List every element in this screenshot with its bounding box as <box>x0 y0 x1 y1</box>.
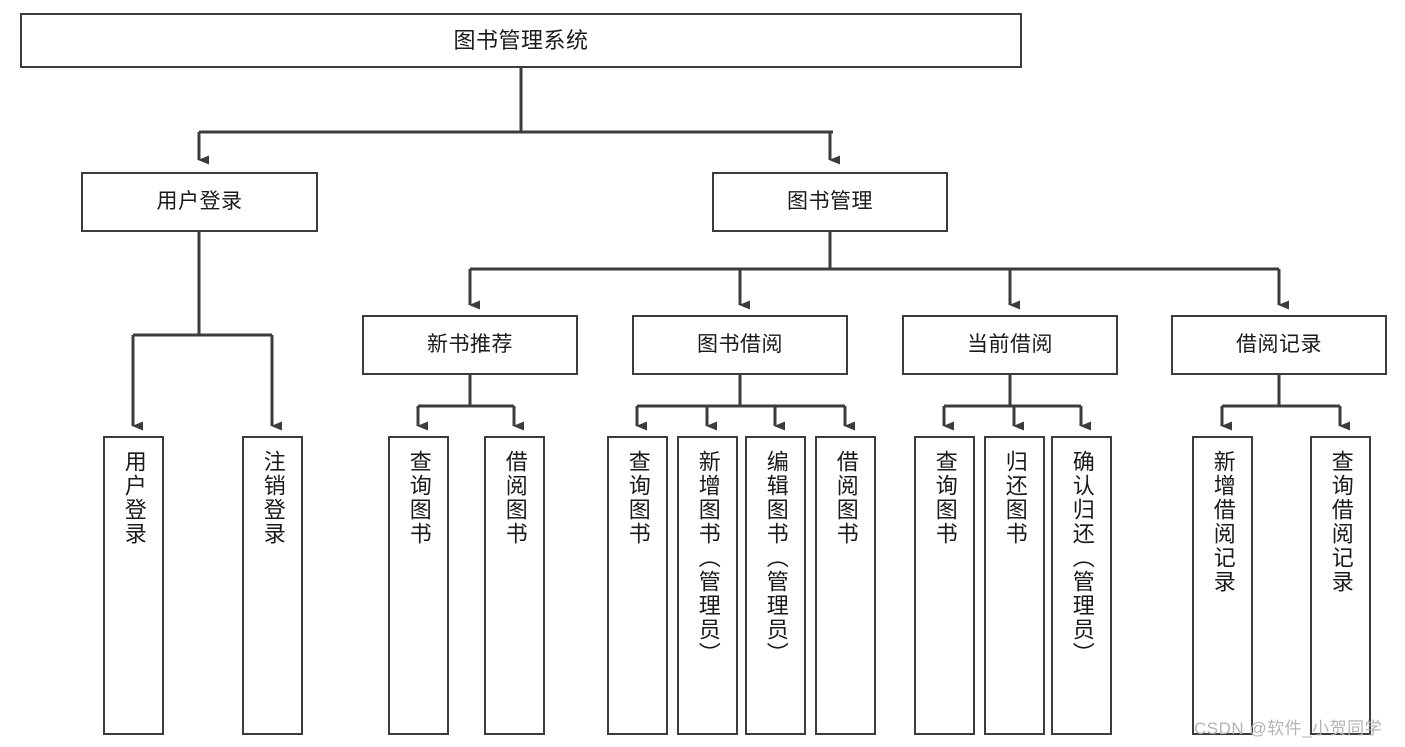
csdn-watermark: CSDN @软件_小贺同学 <box>1194 719 1383 738</box>
node-label: 借阅图书 <box>502 450 528 546</box>
node-label: 归还图书 <box>1002 450 1028 546</box>
node-leaf-borrow-book-recommend[interactable]: 借阅图书 <box>484 436 545 735</box>
node-borrow-record[interactable]: 借阅记录 <box>1171 315 1387 375</box>
node-book-manage[interactable]: 图书管理 <box>712 172 948 232</box>
node-label: 图书管理系统 <box>453 27 589 53</box>
node-label: 确认归还（管理员） <box>1069 450 1095 666</box>
node-leaf-add-book-admin[interactable]: 新增图书（管理员） <box>677 436 738 735</box>
node-new-book-recommend[interactable]: 新书推荐 <box>362 315 578 375</box>
node-leaf-return-book[interactable]: 归还图书 <box>984 436 1045 735</box>
node-label: 用户登录 <box>121 450 147 546</box>
node-label: 查询图书 <box>932 450 958 546</box>
node-label: 图书借阅 <box>697 332 783 356</box>
node-root-book-management-system[interactable]: 图书管理系统 <box>20 13 1022 68</box>
node-label: 查询借阅记录 <box>1328 450 1354 594</box>
node-leaf-edit-book-admin[interactable]: 编辑图书（管理员） <box>745 436 806 735</box>
node-label: 借阅记录 <box>1236 332 1322 356</box>
node-leaf-query-book-current[interactable]: 查询图书 <box>914 436 975 735</box>
node-label: 当前借阅 <box>967 332 1053 356</box>
node-user-login[interactable]: 用户登录 <box>81 172 318 232</box>
node-label: 图书管理 <box>787 189 873 213</box>
node-current-borrow[interactable]: 当前借阅 <box>902 315 1118 375</box>
node-label: 新书推荐 <box>427 332 513 356</box>
node-leaf-logout-login[interactable]: 注销登录 <box>242 436 303 735</box>
node-leaf-query-book-recommend[interactable]: 查询图书 <box>388 436 449 735</box>
node-label: 新增图书（管理员） <box>695 450 721 666</box>
node-label: 查询图书 <box>625 450 651 546</box>
node-leaf-query-borrow-record[interactable]: 查询借阅记录 <box>1310 436 1371 735</box>
node-label: 编辑图书（管理员） <box>763 450 789 666</box>
node-label: 借阅图书 <box>833 450 859 546</box>
node-label: 用户登录 <box>156 189 243 213</box>
node-leaf-borrow-book-borrow[interactable]: 借阅图书 <box>815 436 876 735</box>
node-book-borrow[interactable]: 图书借阅 <box>632 315 848 375</box>
node-label: 注销登录 <box>260 450 286 546</box>
node-leaf-user-login[interactable]: 用户登录 <box>103 436 164 735</box>
node-leaf-add-borrow-record[interactable]: 新增借阅记录 <box>1192 436 1253 735</box>
node-label: 查询图书 <box>406 450 432 546</box>
node-leaf-query-book-borrow[interactable]: 查询图书 <box>607 436 668 735</box>
node-label: 新增借阅记录 <box>1210 450 1236 594</box>
node-leaf-confirm-return-admin[interactable]: 确认归还（管理员） <box>1051 436 1112 735</box>
